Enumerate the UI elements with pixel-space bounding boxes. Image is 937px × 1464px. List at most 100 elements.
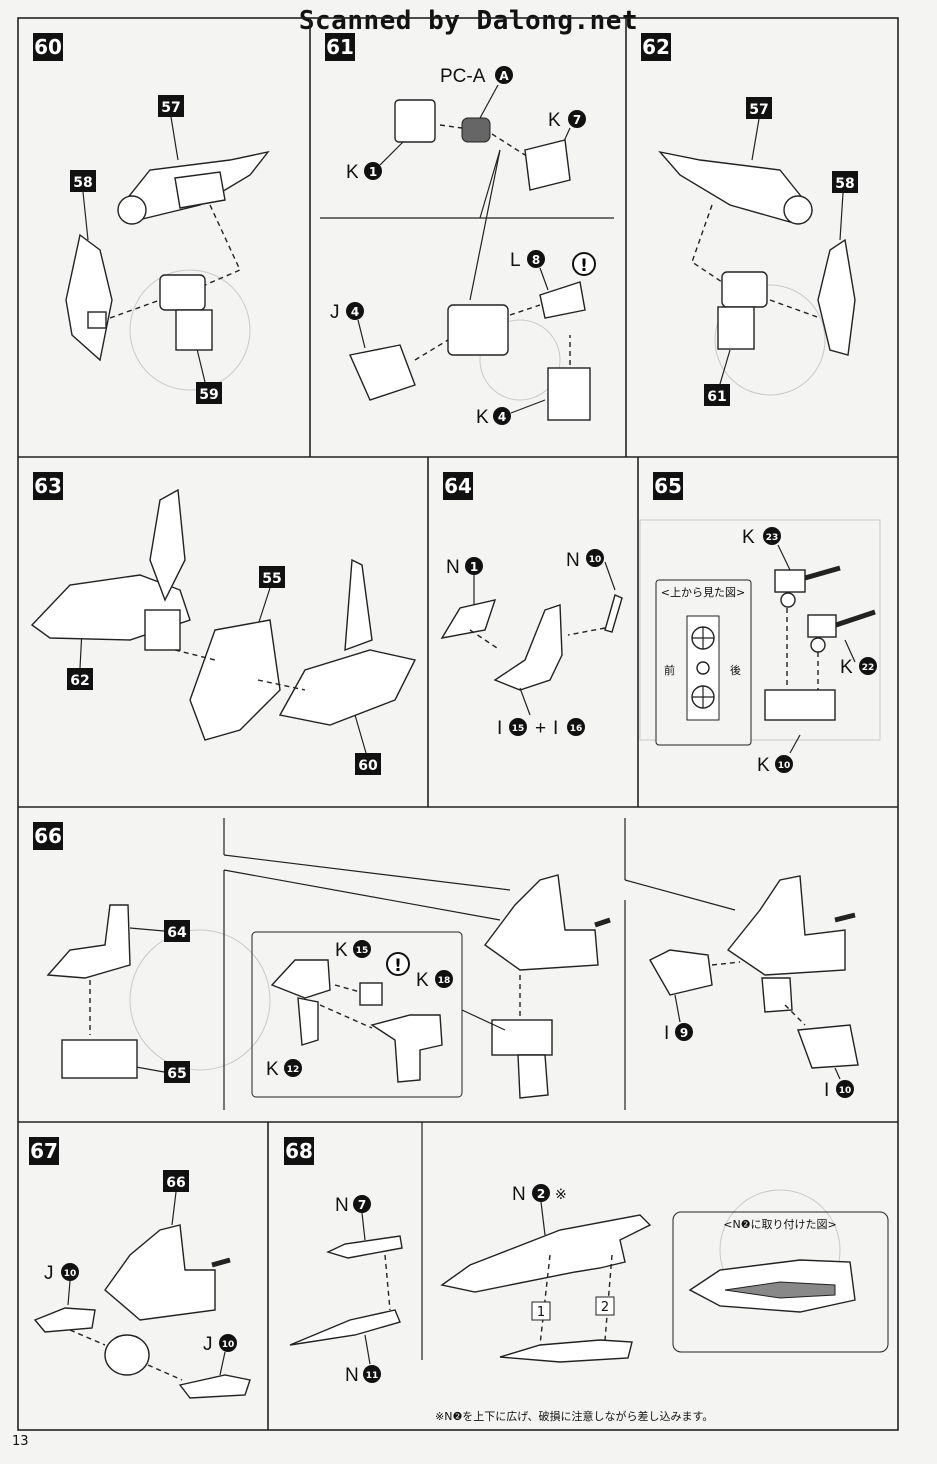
part-label: I xyxy=(664,1023,669,1044)
paper-ghost-marks xyxy=(129,269,881,1311)
label-n2: N 2 ※ xyxy=(512,1184,567,1236)
step-64-subassembly xyxy=(46,904,131,979)
fin-part xyxy=(65,233,113,362)
part-label: K xyxy=(266,1059,279,1080)
part-label: PC-A xyxy=(440,66,486,87)
sub-step-number: 2 xyxy=(601,1300,609,1315)
part-number: 16 xyxy=(570,724,583,734)
part-k18 xyxy=(370,1014,443,1083)
label-j10-left: J 10 xyxy=(44,1263,79,1306)
part-label: L xyxy=(510,250,521,271)
part-label: J xyxy=(203,1334,213,1355)
part-callout-61: 61 xyxy=(704,349,731,406)
step-66-panel: 66 64 65 K 15 xyxy=(33,818,859,1110)
part-number: A xyxy=(499,69,509,83)
part-label: J xyxy=(330,302,340,323)
step-number-badge xyxy=(641,33,671,61)
part-label: I xyxy=(553,718,558,739)
step-number: 61 xyxy=(326,35,354,59)
joint-part xyxy=(159,274,213,351)
part-label: K xyxy=(335,940,348,961)
part-n1 xyxy=(440,599,497,639)
intermediate-assembly xyxy=(484,874,599,971)
step-number: 64 xyxy=(444,474,472,498)
label-k7: K 7 xyxy=(548,110,586,151)
label-j4: J 4 xyxy=(330,302,366,349)
part-number: 15 xyxy=(356,946,369,956)
thruster-pod-part xyxy=(117,150,270,225)
step-number: 62 xyxy=(642,35,670,59)
part-callout-59: 59 xyxy=(195,344,222,404)
step-number-badge xyxy=(284,1137,314,1165)
part-number: 4 xyxy=(498,410,506,424)
callout-number: 57 xyxy=(749,102,768,118)
part-number: 1 xyxy=(369,165,377,179)
blade-insert-part xyxy=(499,1339,633,1363)
label-k12: K 12 xyxy=(266,1059,302,1080)
label-pc-a: PC-A A xyxy=(440,66,513,119)
front-label: 前 xyxy=(664,663,675,677)
part-number: 12 xyxy=(287,1065,300,1075)
part-label: N xyxy=(512,1184,526,1205)
part-j10-left xyxy=(33,1307,96,1333)
part-callout-57: 57 xyxy=(158,95,184,161)
part-label: N xyxy=(446,557,460,578)
part-label: J xyxy=(44,1263,54,1284)
part-label: K xyxy=(416,970,429,991)
page-number: 13 xyxy=(12,1434,29,1449)
joint-block-part xyxy=(447,304,509,356)
part-k22 xyxy=(807,614,837,638)
part-l8 xyxy=(539,281,586,319)
step-number-badge xyxy=(325,33,355,61)
sub-step-number: 1 xyxy=(537,1305,545,1320)
step-number-badge xyxy=(33,472,63,500)
inset-title: <上から見た図> xyxy=(661,586,745,599)
part-number: 8 xyxy=(532,253,540,267)
part-callout-64: 64 xyxy=(129,920,190,942)
top-view-inset: <上から見た図> 前 後 xyxy=(655,579,752,746)
part-number: 7 xyxy=(358,1198,366,1212)
label-k1: K 1 xyxy=(346,139,406,183)
part-callout-66: 66 xyxy=(163,1170,189,1226)
caution-mark: ! xyxy=(386,952,410,976)
label-k4: K 4 xyxy=(476,399,546,428)
callout-number: 55 xyxy=(262,571,281,587)
step-number: 65 xyxy=(654,474,682,498)
back-label: 後 xyxy=(730,663,741,677)
label-n10: N 10 xyxy=(566,549,616,591)
part-number: 15 xyxy=(512,724,525,734)
part-k12 xyxy=(270,959,331,999)
part-n11 xyxy=(289,1309,401,1346)
part-label: I xyxy=(824,1080,829,1101)
step-65-panel: 65 <上から見た図> 前 後 K 23 K 22 xyxy=(653,472,877,776)
part-label: K xyxy=(757,755,770,776)
part-callout-58: 58 xyxy=(70,170,96,241)
assembled-wing-part xyxy=(493,604,563,691)
sub-step-1-box: 1 xyxy=(531,1301,551,1321)
scan-watermark: Scanned by Dalong.net xyxy=(298,6,639,36)
inset-title: <N❷に取り付けた図> xyxy=(723,1218,837,1231)
callout-number: 62 xyxy=(70,673,89,689)
asterisk-mark: ※ xyxy=(555,1187,567,1203)
step-61-panel: 61 PC-A A K 1 K 7 L 8 xyxy=(325,33,596,428)
step-number-badge xyxy=(443,472,473,500)
part-number: 11 xyxy=(366,1371,379,1381)
caution-symbol: ! xyxy=(394,956,402,976)
callout-number: 60 xyxy=(358,758,378,774)
part-label: I xyxy=(497,718,502,739)
label-i15-i16: I 15 + I 16 xyxy=(497,687,585,739)
part-label: K xyxy=(742,527,755,548)
part-number: 22 xyxy=(862,663,875,673)
part-label: K xyxy=(548,110,561,131)
panel-grid xyxy=(17,17,899,1431)
label-n7: N 7 xyxy=(335,1195,371,1241)
part-label: K xyxy=(346,162,359,183)
part-n7 xyxy=(326,1235,403,1259)
label-k23: K 23 xyxy=(742,527,791,571)
plus-sign: + xyxy=(535,718,546,739)
part-n10 xyxy=(604,594,623,633)
part-number: 1 xyxy=(470,560,478,574)
insertion-note: ※N❷を上下に広げ、破損に注意しながら差し込みます。 xyxy=(435,1409,713,1423)
part-label: K xyxy=(476,407,489,428)
